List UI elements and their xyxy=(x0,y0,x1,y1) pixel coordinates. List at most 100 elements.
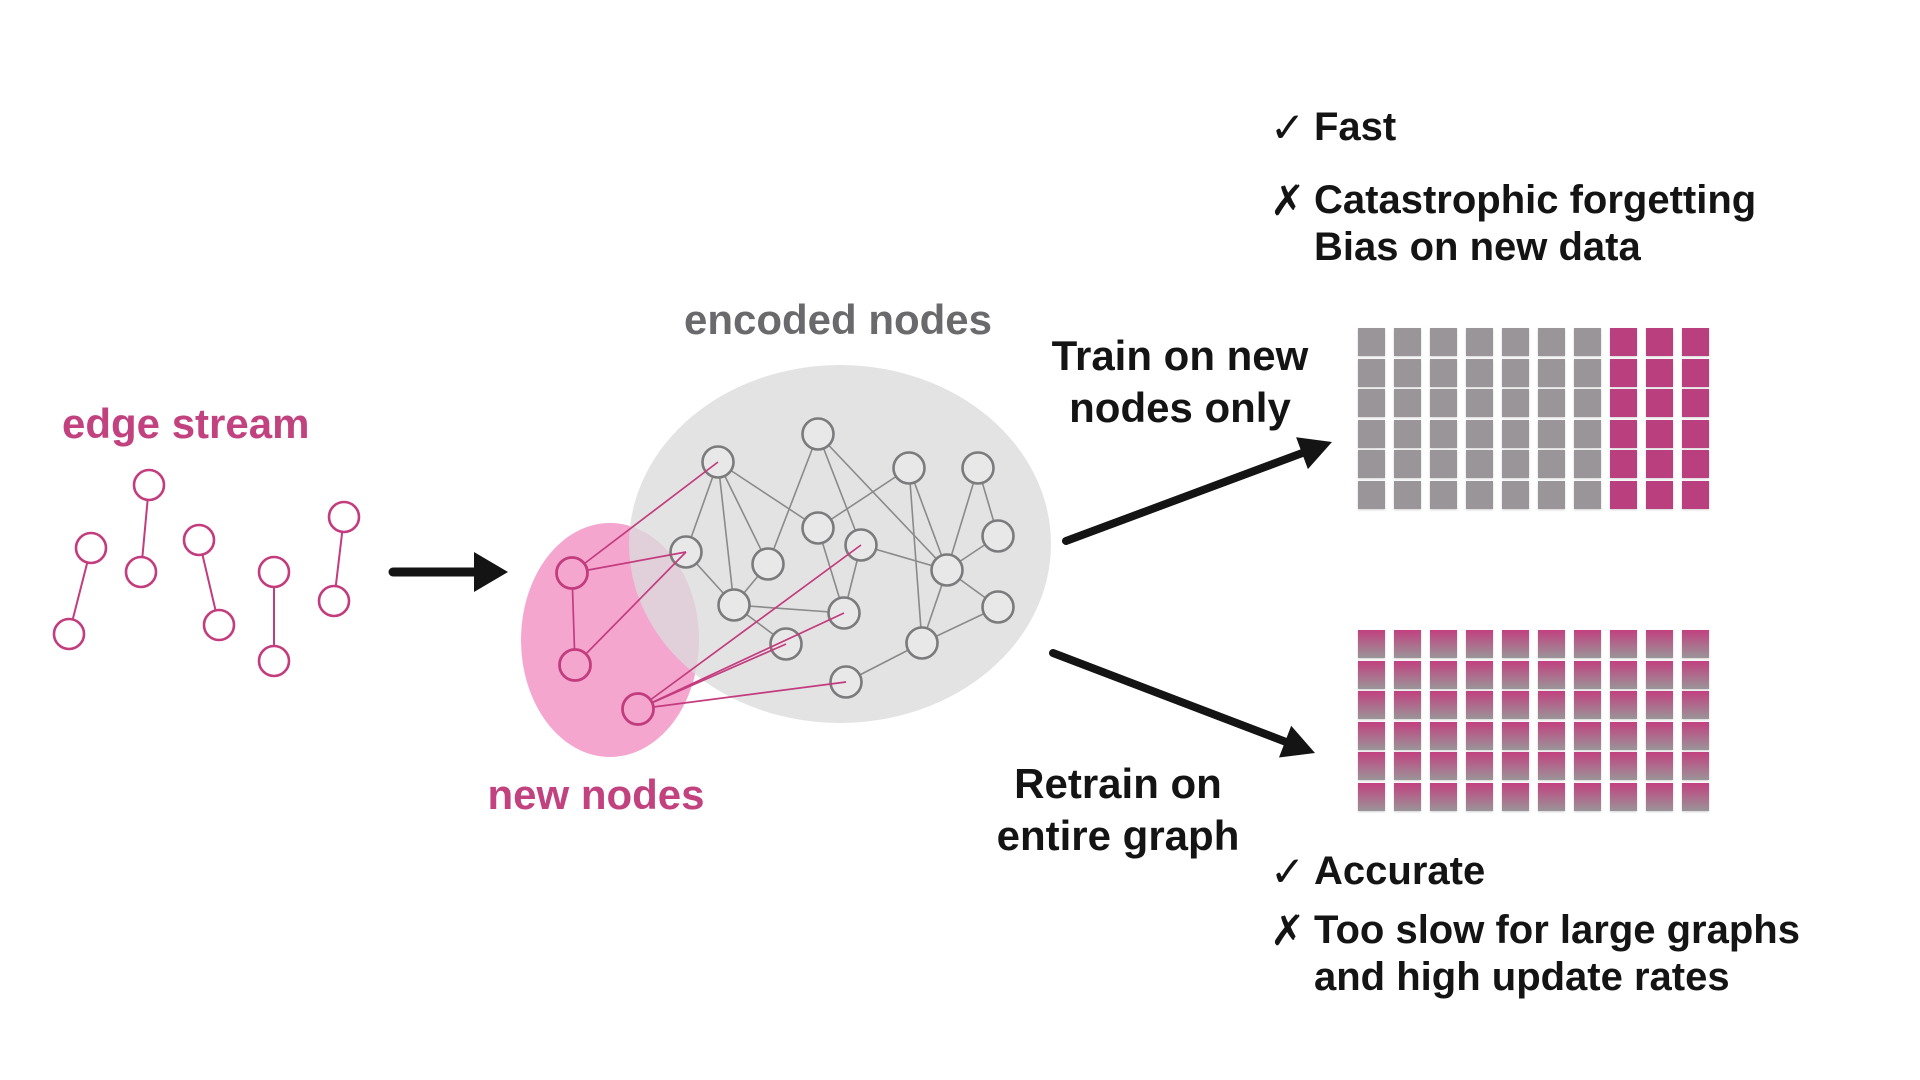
graph-edge xyxy=(717,461,769,565)
grid-cell xyxy=(1610,691,1637,720)
grid-cell xyxy=(1394,721,1421,750)
stream-node xyxy=(202,608,236,642)
arrow-shaft xyxy=(1049,649,1290,746)
grid-cell xyxy=(1502,450,1529,479)
retrained-embeddings-grid xyxy=(1358,630,1709,811)
grid-cell xyxy=(1358,358,1385,387)
grid-cell xyxy=(1358,691,1385,720)
grid-cell xyxy=(1574,783,1601,811)
arrow-head-icon xyxy=(1279,725,1315,758)
grid-cell xyxy=(1394,481,1421,509)
grid-cell xyxy=(1610,481,1637,509)
grid-cell xyxy=(1466,481,1493,509)
graph-node xyxy=(981,590,1015,624)
new-node xyxy=(621,692,655,726)
grid-cell xyxy=(1430,691,1457,720)
grid-cell xyxy=(1538,660,1565,689)
grid-cell xyxy=(1358,752,1385,781)
grid-cell xyxy=(1430,752,1457,781)
grid-cell xyxy=(1502,389,1529,418)
grid-cell xyxy=(1358,419,1385,448)
grid-cell xyxy=(1394,752,1421,781)
grid-cell xyxy=(1502,358,1529,387)
grid-cell xyxy=(1466,630,1493,658)
retrain-label-line2: entire graph xyxy=(996,812,1240,859)
grid-cell xyxy=(1646,419,1673,448)
grid-cell xyxy=(1538,691,1565,720)
grid-cell xyxy=(1682,450,1709,479)
grid-cell xyxy=(1502,691,1529,720)
grid-cell xyxy=(1538,328,1565,356)
grid-cell xyxy=(1610,419,1637,448)
grid-cell xyxy=(1466,358,1493,387)
new-to-graph-edge xyxy=(637,544,862,710)
train-on-new-nodes-label: Train on new nodes only xyxy=(1012,330,1348,434)
grid-cell xyxy=(1538,481,1565,509)
grid-cell xyxy=(1394,630,1421,658)
grid-cell xyxy=(1430,358,1457,387)
arrow-head-icon xyxy=(474,552,508,592)
cross-icon: ✗ xyxy=(1270,906,1306,955)
grid-cell xyxy=(1646,481,1673,509)
grid-cell xyxy=(1574,389,1601,418)
grid-cell xyxy=(1502,481,1529,509)
grid-cell xyxy=(1502,419,1529,448)
grid-cell xyxy=(1358,783,1385,811)
grid-cell xyxy=(1646,691,1673,720)
stream-node xyxy=(257,555,291,589)
stream-node xyxy=(132,468,166,502)
new-to-graph-edge xyxy=(571,461,719,574)
graph-edge xyxy=(817,433,948,571)
grid-cell xyxy=(1466,752,1493,781)
grid-cell xyxy=(1430,328,1457,356)
grid-cell xyxy=(1430,481,1457,509)
grid-cell xyxy=(1646,721,1673,750)
edge-stream-label: edge stream xyxy=(62,400,310,447)
grid-cell xyxy=(1394,328,1421,356)
grid-cell xyxy=(1610,389,1637,418)
grid-cell xyxy=(1394,389,1421,418)
grid-cell xyxy=(1502,328,1529,356)
grid-cell xyxy=(1682,783,1709,811)
check-icon: ✓ xyxy=(1270,103,1306,152)
grid-cell xyxy=(1466,721,1493,750)
new-to-graph-edge xyxy=(574,551,687,666)
graph-edge xyxy=(946,467,979,571)
stream-node xyxy=(182,523,216,557)
grid-cell xyxy=(1610,630,1637,658)
grid-cell xyxy=(1502,660,1529,689)
grid-cell xyxy=(1610,752,1637,781)
grid-cell xyxy=(1466,783,1493,811)
grid-cell xyxy=(1610,783,1637,811)
grid-cell xyxy=(1610,450,1637,479)
grid-cell xyxy=(1502,630,1529,658)
grid-cell xyxy=(1466,389,1493,418)
new-to-graph-edge xyxy=(637,643,787,710)
grid-cell xyxy=(1430,450,1457,479)
graph-edge xyxy=(717,461,735,606)
grid-cell xyxy=(1538,419,1565,448)
grid-cell xyxy=(1574,752,1601,781)
grid-cell xyxy=(1394,419,1421,448)
grid-cell xyxy=(1646,450,1673,479)
retrain-label-line1: Retrain on xyxy=(1014,760,1222,807)
pro-item-fast: ✓ Fast xyxy=(1270,104,1756,151)
grid-cell xyxy=(1610,660,1637,689)
grid-cell xyxy=(1466,450,1493,479)
pro-text: Accurate xyxy=(1314,849,1486,893)
grid-cell xyxy=(1394,450,1421,479)
grid-cell xyxy=(1682,389,1709,418)
grid-cell xyxy=(1610,358,1637,387)
grid-cell xyxy=(1394,660,1421,689)
stream-node xyxy=(52,617,86,651)
pros-cons-bottom: ✓ Accurate ✗ Too slow for large graphs a… xyxy=(1270,848,1800,1001)
graph-edge xyxy=(817,433,862,546)
grid-cell xyxy=(1574,358,1601,387)
grid-cell xyxy=(1646,389,1673,418)
new-nodes-label: new nodes xyxy=(487,771,705,818)
retrain-entire-graph-label: Retrain on entire graph xyxy=(950,758,1286,862)
check-icon: ✓ xyxy=(1270,847,1306,896)
grid-cell xyxy=(1430,660,1457,689)
grid-cell xyxy=(1502,721,1529,750)
